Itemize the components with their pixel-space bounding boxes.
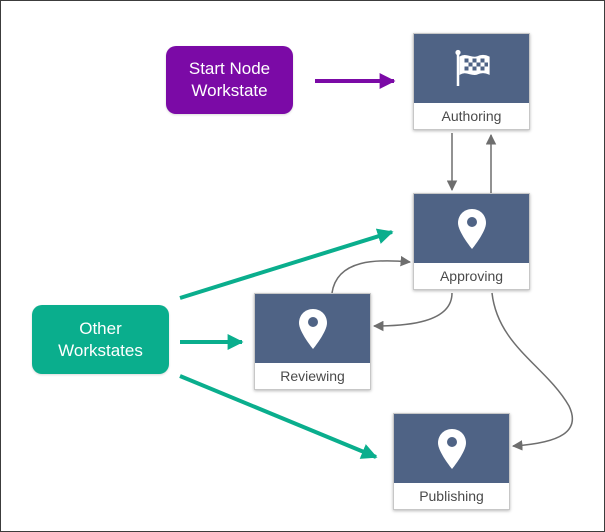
- node-header: [414, 194, 529, 263]
- node-label: Approving: [439, 268, 504, 284]
- transition-reviewing-to-approving: [331, 255, 412, 294]
- node-label: Reviewing: [280, 368, 345, 384]
- node-header: [394, 414, 509, 483]
- node-header: [255, 294, 370, 363]
- node-label: Publishing: [419, 488, 484, 504]
- map-pin-icon: [457, 208, 486, 249]
- arrow-other-to-publishing: [179, 374, 378, 459]
- node-header: [414, 34, 529, 103]
- transition-approving-to-reviewing: [372, 292, 453, 332]
- node-authoring[interactable]: Authoring: [413, 33, 530, 130]
- node-approving[interactable]: Approving: [413, 193, 530, 290]
- other-workstates-callout: Other Workstates: [32, 305, 169, 374]
- transition-approving-to-publishing: [491, 292, 574, 451]
- arrow-other-to-approving: [179, 228, 394, 300]
- node-label: Authoring: [441, 108, 502, 124]
- map-pin-icon: [437, 428, 466, 469]
- node-reviewing[interactable]: Reviewing: [254, 293, 371, 390]
- node-publishing[interactable]: Publishing: [393, 413, 510, 510]
- checkered-flag-icon: [454, 49, 490, 86]
- start-node-callout: Start Node Workstate: [166, 46, 293, 114]
- map-pin-icon: [298, 308, 327, 349]
